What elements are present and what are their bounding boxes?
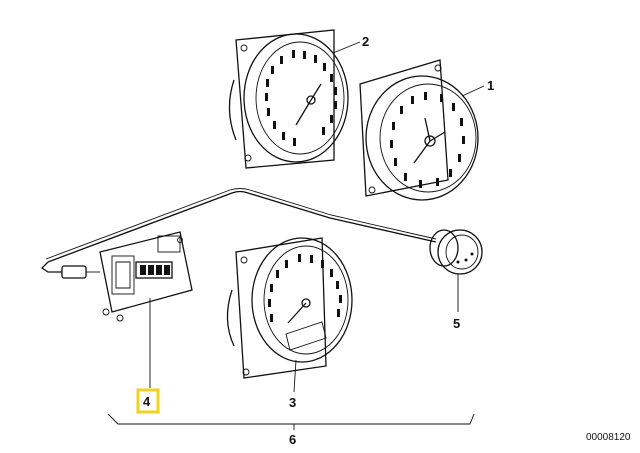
callout-1: 1 <box>487 78 494 93</box>
sensor-cable <box>40 188 437 279</box>
digital-segments <box>140 265 170 275</box>
callout-5: 5 <box>453 316 460 331</box>
gauge-part-2: 2 <box>228 29 369 169</box>
callout-6: 6 <box>289 432 296 447</box>
display-module-part-4: 4 <box>99 231 193 414</box>
gauge-part-3: 3 <box>226 237 353 410</box>
callout-3: 3 <box>289 395 296 410</box>
diagram-reference-number: 00008120 <box>586 432 631 443</box>
callout-4: 4 <box>143 394 151 409</box>
callout-4-highlight <box>136 388 160 414</box>
clock-1-ticks <box>390 92 465 188</box>
assembly-bracket-part-6: 6 <box>107 413 475 447</box>
sensor-part-5: 5 <box>429 229 483 331</box>
callout-2: 2 <box>362 34 369 49</box>
clock-part-1: 1 <box>359 59 494 201</box>
gauge-3-ticks <box>268 254 342 322</box>
gauge-2-ticks <box>265 50 337 146</box>
